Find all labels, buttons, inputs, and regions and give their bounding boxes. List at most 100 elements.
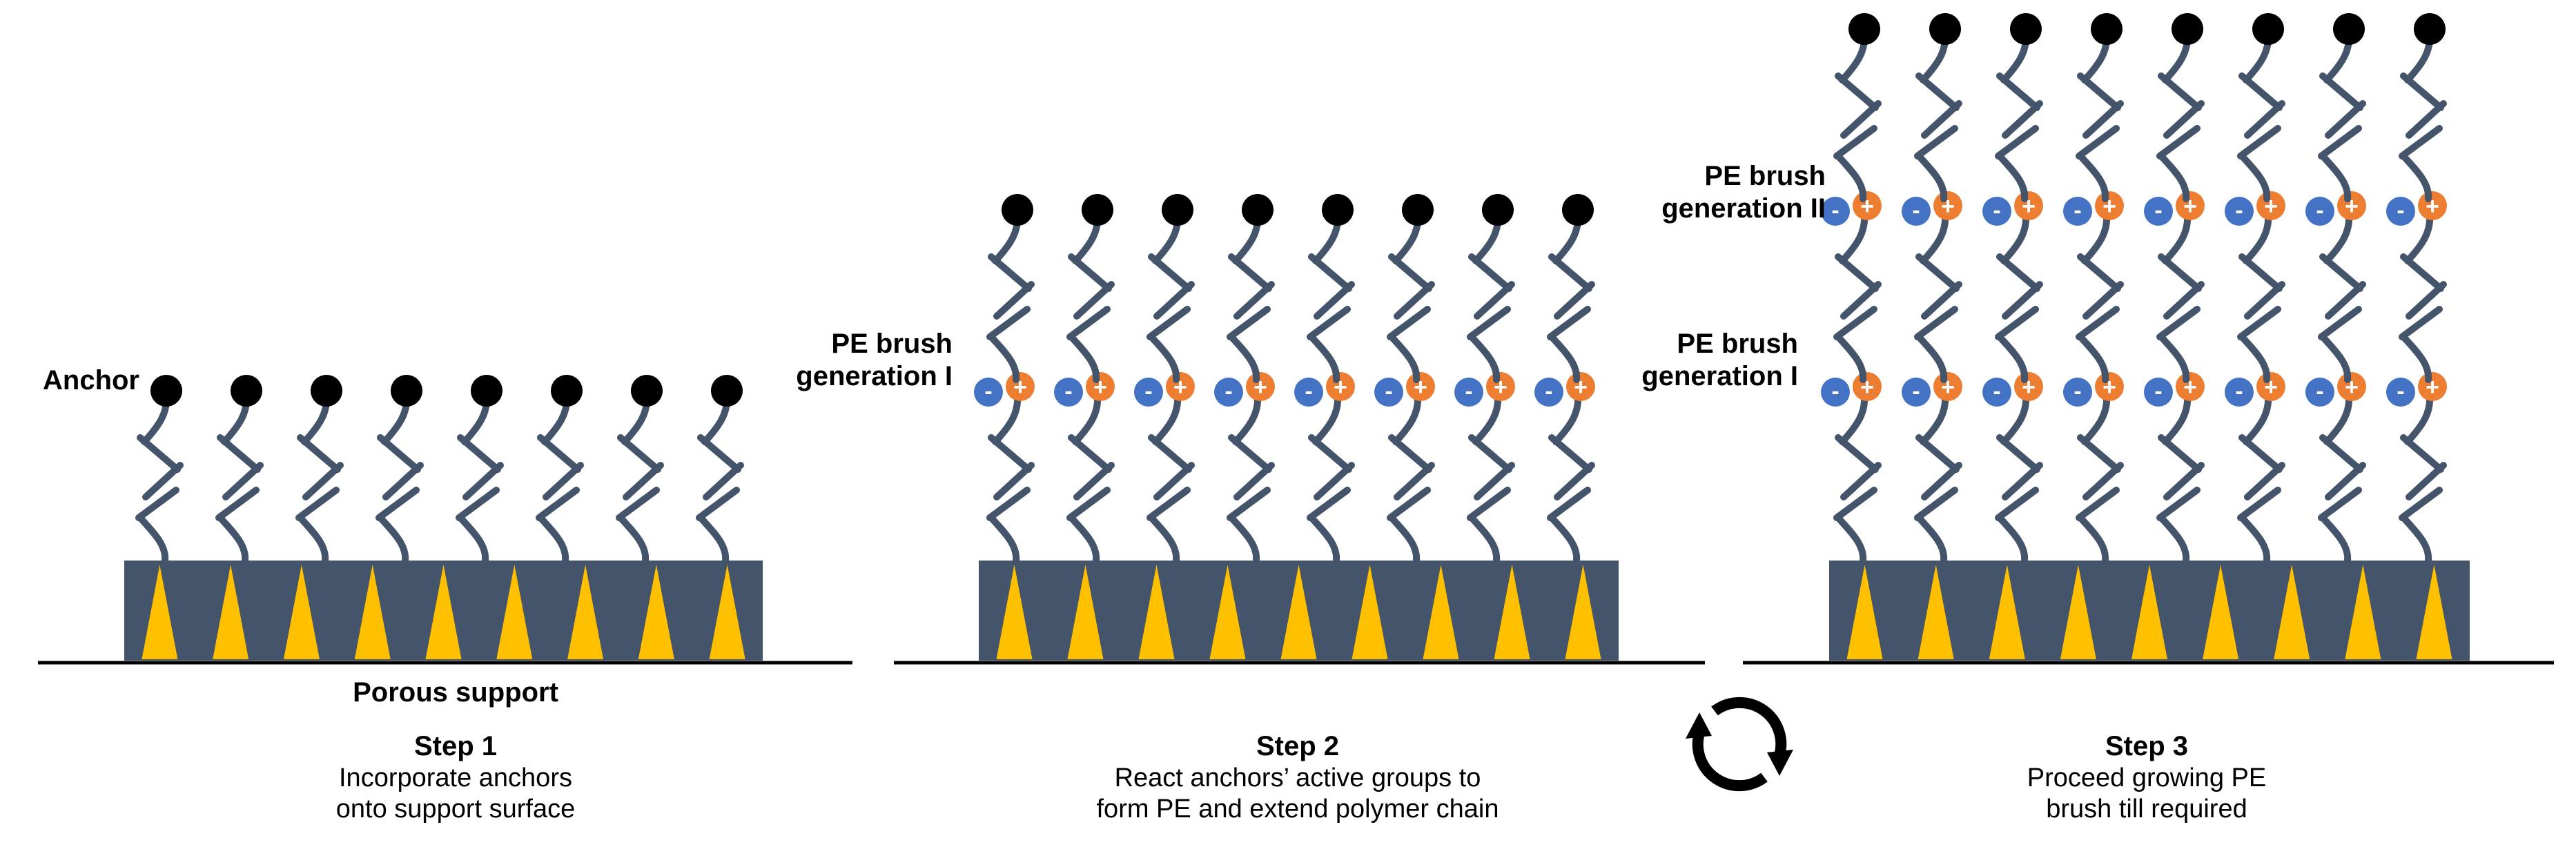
ion-pair: -+ [1902,191,1962,226]
negative-charge-circle [1134,378,1163,407]
polymer-chain-segment [2237,391,2285,564]
brush-chain [295,375,344,564]
negative-charge-circle [2144,378,2173,407]
anchor-dot [1482,194,1514,226]
anchor-dot [1242,194,1274,226]
step3-line1: Proceed growing PE [2027,763,2267,793]
negative-charge-circle [2063,197,2092,226]
pore-triangle [213,565,249,659]
anchor-dot [231,375,262,407]
brush-chain: -+ [974,194,1035,564]
pore-triangle [1989,565,2025,659]
pore-triangle [2203,565,2239,659]
minus-sign: - [2154,197,2162,224]
ion-pair: -+ [2305,191,2366,226]
brush-chain: -+ [1374,194,1435,564]
ion-pair: -+ [2144,372,2205,407]
ion-pair: -+ [1454,372,1515,407]
polymer-chain-segment [456,391,504,564]
brush-chain: -+-+ [2225,13,2285,564]
anchor-dot [551,375,583,407]
pore-triangle [425,565,462,659]
anchor-dot [2252,13,2284,45]
anchor-dot [1562,194,1594,226]
polymer-chain-segment [1995,391,2043,564]
step1-caption: Step 1 Incorporate anchors onto support … [221,730,690,825]
minus-sign: - [1305,378,1312,405]
minus-sign: - [2316,197,2323,224]
brush-chain: -+-+ [2386,13,2447,564]
polymer-chain-segment [536,391,584,564]
negative-charge-circle [2225,197,2254,226]
polymer-chain-segment [616,391,664,564]
polymer-chain-segment [1467,391,1515,564]
polymer-chain-segment [2399,30,2447,202]
polymer-chain-segment [1227,211,1275,383]
step3-line2: brush till required [2046,795,2247,824]
negative-charge-circle [1294,378,1323,407]
ion-pair: -+ [1534,372,1595,407]
polymer-chain-segment [2318,30,2366,202]
minus-sign: - [1993,378,2000,405]
ion-pair: -+ [2144,191,2205,226]
ion-pair: -+ [1374,372,1435,407]
anchor-dot [2333,13,2365,45]
pe-brush-gen1-line2: generation I [796,361,953,392]
polymer-chain-segment [1467,211,1515,383]
negative-charge-circle [1214,378,1243,407]
negative-charge-circle [2386,197,2415,226]
anchor-dot [1322,194,1354,226]
negative-charge-circle [2305,378,2334,407]
minus-sign: - [2235,197,2243,224]
pore-triangle [2345,565,2381,659]
anchor-dot [471,375,502,407]
negative-charge-circle [1902,197,1931,226]
minus-sign: - [2397,197,2404,224]
minus-sign: - [2154,378,2162,405]
brush-chain: -+ -+ [2144,13,2205,564]
brush-chain: -+ [1214,194,1275,564]
ion-pair: -+ [1134,372,1195,407]
pore-triangle [567,565,604,659]
polymer-chain-segment [1307,211,1355,383]
minus-sign: - [1224,378,1232,405]
minus-sign: - [2235,378,2243,405]
anchor-dot [1402,194,1434,226]
ion-pair: -+ [1902,372,1962,407]
pore-triangle [2060,565,2096,659]
polymer-chain-segment [1066,211,1115,383]
pe-brush-gen2-line2: generation II [1661,193,1826,224]
step1-title: Step 1 [413,731,498,761]
polymer-chain-segment [986,211,1035,383]
polymer-chain-segment [295,391,344,564]
brush-chain [215,375,264,564]
polymer-chain-segment [2399,211,2447,383]
ion-pair: -+ [2305,372,2366,407]
pore-triangle [1280,565,1317,659]
negative-charge-circle [1982,197,2011,226]
anchor-dot [2010,13,2042,45]
anchor-dot [2414,13,2446,45]
polymer-chain-segment [1146,211,1195,383]
polymer-chain-segment [1547,211,1595,383]
polymer-chain-segment [1833,30,1882,202]
pe-brush-gen1-line1: PE brush [831,329,953,359]
negative-charge-circle [1534,378,1563,407]
pore-triangle [1565,565,1601,659]
polymer-chain-segment [375,391,424,564]
ion-pair: -+ [2386,372,2447,407]
minus-sign: - [1993,197,2000,224]
pore-triangle [1494,565,1530,659]
minus-sign: - [1465,378,1472,405]
cycle-arc-top [1711,697,1787,757]
brush-chain: -+ -+ [2305,13,2366,564]
polymer-chain-segment [2237,30,2285,202]
brush-chain [696,375,744,564]
polymer-chain-segment [1227,391,1275,564]
brush-chain [375,375,424,564]
ion-pair: -+ [1982,372,2043,407]
pore-triangle [142,565,178,659]
pore-triangle [1067,565,1104,659]
anchor-dot [150,375,182,407]
step1-panel [38,375,852,665]
